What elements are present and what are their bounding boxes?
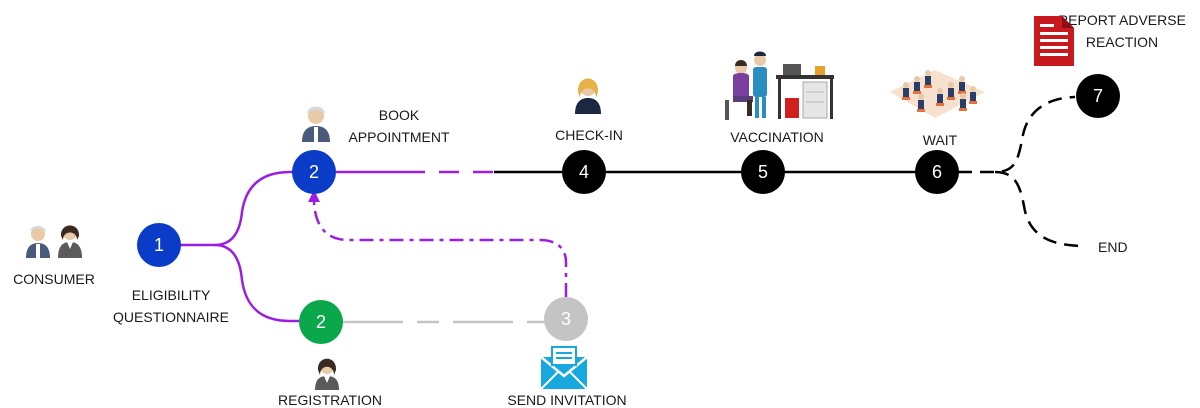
send-invitation-label: SEND INVITATION (507, 392, 626, 408)
connector-1-to-book (180, 170, 312, 247)
node-3-number: 3 (561, 309, 571, 329)
node-2-book-number: 2 (309, 162, 319, 182)
node-7-number: 7 (1093, 86, 1103, 106)
report-label-line1: REPORT ADVERSE (1058, 12, 1186, 28)
consumer-label: CONSUMER (13, 271, 95, 287)
node-4: 4 (562, 150, 606, 194)
node-2-book: 2 (292, 150, 336, 194)
connector-1-to-registration (214, 243, 320, 323)
eligibility-label-line2: QUESTIONNAIRE (113, 309, 229, 325)
node-1-number: 1 (154, 235, 164, 255)
node-5-number: 5 (758, 162, 768, 182)
vaccination-scene-icon (725, 51, 834, 120)
document-icon (1034, 16, 1074, 66)
node-5: 5 (741, 150, 785, 194)
node-2-registration-number: 2 (316, 312, 326, 332)
envelope-icon (540, 346, 588, 390)
connector-6-to-end (994, 170, 1086, 248)
node-2-registration: 2 (299, 300, 343, 344)
connector-6-to-7 (958, 95, 1076, 174)
node-1: 1 (137, 223, 181, 267)
book-label-line2: APPOINTMENT (348, 129, 450, 145)
vaccination-label: VACCINATION (730, 129, 824, 145)
book-label-line1: BOOK (379, 107, 420, 123)
registration-label: REGISTRATION (278, 392, 382, 408)
eligibility-label-line1: ELIGIBILITY (132, 287, 211, 303)
wait-label: WAIT (923, 132, 958, 148)
end-label: END (1098, 239, 1128, 255)
node-6-number: 6 (932, 162, 942, 182)
woman-icon (575, 78, 601, 114)
node-7: 7 (1076, 74, 1120, 118)
connector-3-to-book (312, 197, 568, 297)
check-in-label: CHECK-IN (555, 127, 623, 143)
arrow-to-book (308, 190, 320, 202)
elderly-person-icon (302, 106, 330, 142)
node-4-number: 4 (579, 162, 589, 182)
woman-icon (315, 358, 339, 390)
waiting-room-icon (890, 70, 985, 118)
node-3: 3 (544, 297, 588, 341)
people-icon (26, 225, 82, 258)
report-label-line2: REACTION (1086, 34, 1158, 50)
node-6: 6 (915, 150, 959, 194)
